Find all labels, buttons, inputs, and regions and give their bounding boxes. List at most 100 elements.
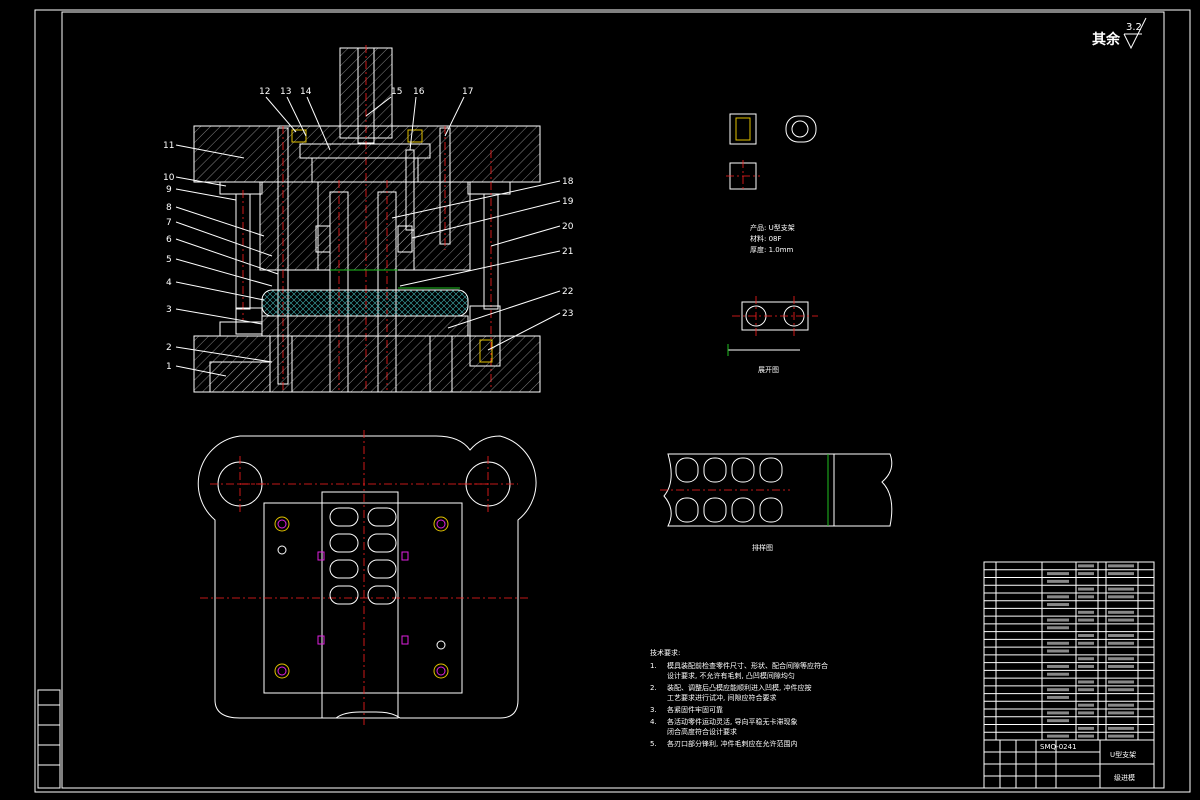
parts-list-cell-text: [1047, 618, 1069, 622]
part-number-8: 8: [166, 203, 172, 213]
roughness-symbol: 其余 3.2: [1092, 17, 1147, 50]
tech-req-5-line-1: 各刃口部分锋利, 冲件毛刺应在允许范围内: [667, 739, 797, 748]
parts-list-cell-text: [1108, 711, 1134, 715]
drawing-type: 级进模: [1114, 773, 1135, 782]
part-number-11: 11: [163, 141, 174, 151]
parts-list-cell-text: [1047, 572, 1069, 576]
tech-req-4-line-1: 各活动零件运动灵活, 导向平稳无卡滞现象: [667, 717, 797, 726]
tech-req-1-line-1: 模具装配前检查零件尺寸、形状、配合间隙等应符合: [667, 661, 828, 670]
product-info-line-3: 厚度: 1.0mm: [750, 245, 794, 254]
parts-list-cell-text: [1108, 618, 1134, 622]
part-number-15: 15: [391, 87, 402, 97]
part-number-2: 2: [166, 343, 172, 353]
product-info-line-1: 产品: U型支架: [750, 223, 795, 232]
part-number-12: 12: [259, 87, 270, 97]
part-number-13: 13: [280, 87, 291, 97]
parts-list-cell-text: [1108, 657, 1134, 661]
die-section-view: [193, 45, 541, 393]
parts-list-cell-text: [1078, 657, 1094, 661]
parts-list-cell-text: [1108, 634, 1134, 638]
drawing-code: SMQ-0241: [1040, 743, 1077, 751]
part-number-23: 23: [562, 309, 573, 319]
parts-list-cell-text: [1078, 711, 1094, 715]
parts-list-cell-text: [1078, 734, 1094, 738]
parts-list-cell-text: [1108, 726, 1134, 730]
parts-list-cell-text: [1108, 572, 1134, 576]
part-number-16: 16: [413, 87, 425, 97]
parts-list-cell-text: [1047, 641, 1069, 645]
part-views: 产品: U型支架 材料: 08F 厚度: 1.0mm: [726, 113, 817, 254]
parts-list-table: [983, 561, 1155, 741]
side-strip: [37, 689, 61, 789]
product-info-line-2: 材料: 08F: [750, 234, 782, 243]
tech-req-3-line-1: 各紧固件牢固可靠: [667, 705, 723, 714]
inner-border: [61, 11, 1165, 789]
parts-list-cell-text: [1108, 587, 1134, 591]
parts-list-cell-text: [1047, 719, 1069, 723]
tech-req-1-line-2: 设计要求, 不允许有毛刺, 凸凹模间隙均匀: [667, 671, 795, 680]
parts-list-cell-text: [1108, 610, 1134, 614]
parts-list-cell-text: [1078, 641, 1094, 645]
part-number-14: 14: [300, 87, 312, 97]
die-openings: [329, 507, 397, 605]
part-number-5: 5: [166, 255, 172, 265]
title-block: SMQ-0241 U型支架 级进模: [983, 739, 1155, 789]
part-number-1: 1: [166, 362, 172, 372]
tech-req-4-line-2: 闭合高度符合设计要求: [667, 727, 737, 736]
parts-list-cell-text: [1078, 664, 1094, 668]
parts-list-cell-text: [1047, 603, 1069, 607]
parts-list-cell-text: [1108, 680, 1134, 684]
part-number-22: 22: [562, 287, 573, 297]
part-number-6: 6: [166, 235, 172, 245]
parts-list-cell-text: [1078, 703, 1094, 707]
parts-list-cell-text: [1078, 634, 1094, 638]
parts-list-cell-text: [1047, 672, 1069, 676]
strip-openings: [675, 457, 783, 523]
tech-req-4-num: 4.: [650, 718, 657, 726]
part-number-9: 9: [166, 185, 172, 195]
tech-req-title: 技术要求:: [650, 648, 680, 657]
drawing-name: U型支架: [1110, 750, 1136, 759]
part-number-labels: 1 2 3 4 5 6 7 8 9 10 11 12 13 14 15 16 1…: [163, 87, 574, 377]
parts-list-cell-text: [1108, 688, 1134, 692]
part-number-19: 19: [562, 197, 574, 207]
parts-list-cell-text: [1078, 688, 1094, 692]
die-plan-view: [197, 430, 537, 725]
parts-list-cell-text: [1047, 649, 1069, 653]
parts-list-cell-text: [1108, 641, 1134, 645]
parts-list-cell-text: [1078, 610, 1094, 614]
parts-list-cell-text: [1078, 572, 1094, 576]
tech-req-3-num: 3.: [650, 706, 657, 714]
part-number-21: 21: [562, 247, 573, 257]
parts-list-cell-text: [1047, 664, 1069, 668]
part-number-20: 20: [562, 222, 574, 232]
technical-requirements: 技术要求: 1. 模具装配前检查零件尺寸、形状、配合间隙等应符合 设计要求, 不…: [650, 648, 828, 748]
part-number-10: 10: [163, 173, 175, 183]
parts-list-cell-text: [1108, 734, 1134, 738]
layout-view-title: 排样图: [752, 543, 773, 552]
roughness-value: 3.2: [1126, 22, 1142, 33]
roughness-label: 其余: [1092, 31, 1121, 48]
part-number-3: 3: [166, 305, 172, 315]
part-number-18: 18: [562, 177, 574, 187]
parts-list-cell-text: [1078, 618, 1094, 622]
part-number-4: 4: [166, 278, 172, 288]
parts-list-cell-text: [1047, 626, 1069, 630]
tech-req-1-num: 1.: [650, 662, 657, 670]
part-number-7: 7: [166, 218, 172, 228]
parts-list-cell-text: [1108, 564, 1134, 568]
tech-req-2-line-1: 装配、调整后凸模应能顺利进入凹模, 冲件应按: [667, 683, 811, 692]
parts-list-cell-text: [1047, 734, 1069, 738]
parts-list-cell-text: [1108, 595, 1134, 599]
parts-list-cell-text: [1108, 664, 1134, 668]
strip-layout-view: 排样图: [660, 453, 893, 552]
parts-list-cell-text: [1047, 595, 1069, 599]
unfold-view-title: 展开图: [758, 366, 779, 374]
parts-list-cell-text: [1078, 564, 1094, 568]
tech-req-2-num: 2.: [650, 684, 657, 692]
tech-req-5-num: 5.: [650, 740, 657, 748]
tech-req-2-line-2: 工艺要求进行试冲, 间隙应符合要求: [667, 693, 776, 702]
parts-list-cell-text: [1108, 703, 1134, 707]
parts-list-cell-text: [1047, 688, 1069, 692]
